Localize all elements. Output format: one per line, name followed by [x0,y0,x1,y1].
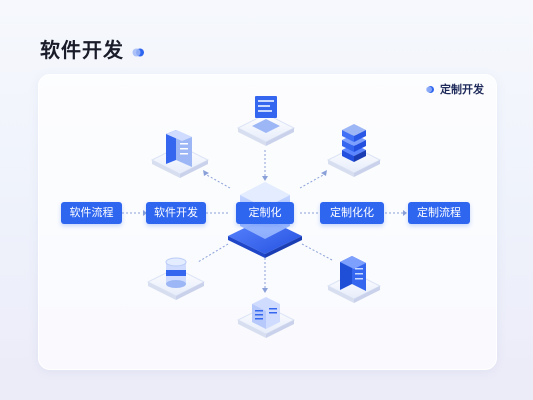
node-software-process: 软件流程 [61,202,122,224]
node-customization: 定制化化 [320,202,384,224]
laptop-icon [236,96,296,146]
title-dot-icon [132,48,144,57]
page-title: 软件开发 [40,38,124,62]
arrow-head-top [262,176,268,181]
connector-bottom-right [301,243,333,261]
node-center-customization: 定制化 [236,202,294,224]
node-software-dev: 软件开发 [146,202,206,224]
server-rack-icon [326,256,382,303]
arrow-head-right [403,210,407,216]
center-hub-icon [228,182,302,258]
database-cylinder-icon [146,257,206,300]
connectors [122,150,404,288]
node-custom-process: 定制流程 [408,202,470,224]
arrow-head-left [143,210,147,216]
panel-tag: 定制开发 [440,83,484,96]
stacked-cubes-icon [326,124,382,177]
server-cabinet-icon [150,130,210,178]
connector-top-left [204,173,231,189]
connector-top-right [299,173,326,189]
arrow-head-top-right [321,170,327,176]
connector-bottom-left [197,243,229,263]
arrow-head-top-left [203,170,209,176]
arrow-heads [143,170,407,293]
arrow-head-bottom [262,288,268,293]
document-server-icon [236,297,296,338]
tag-dot-icon [426,86,434,93]
